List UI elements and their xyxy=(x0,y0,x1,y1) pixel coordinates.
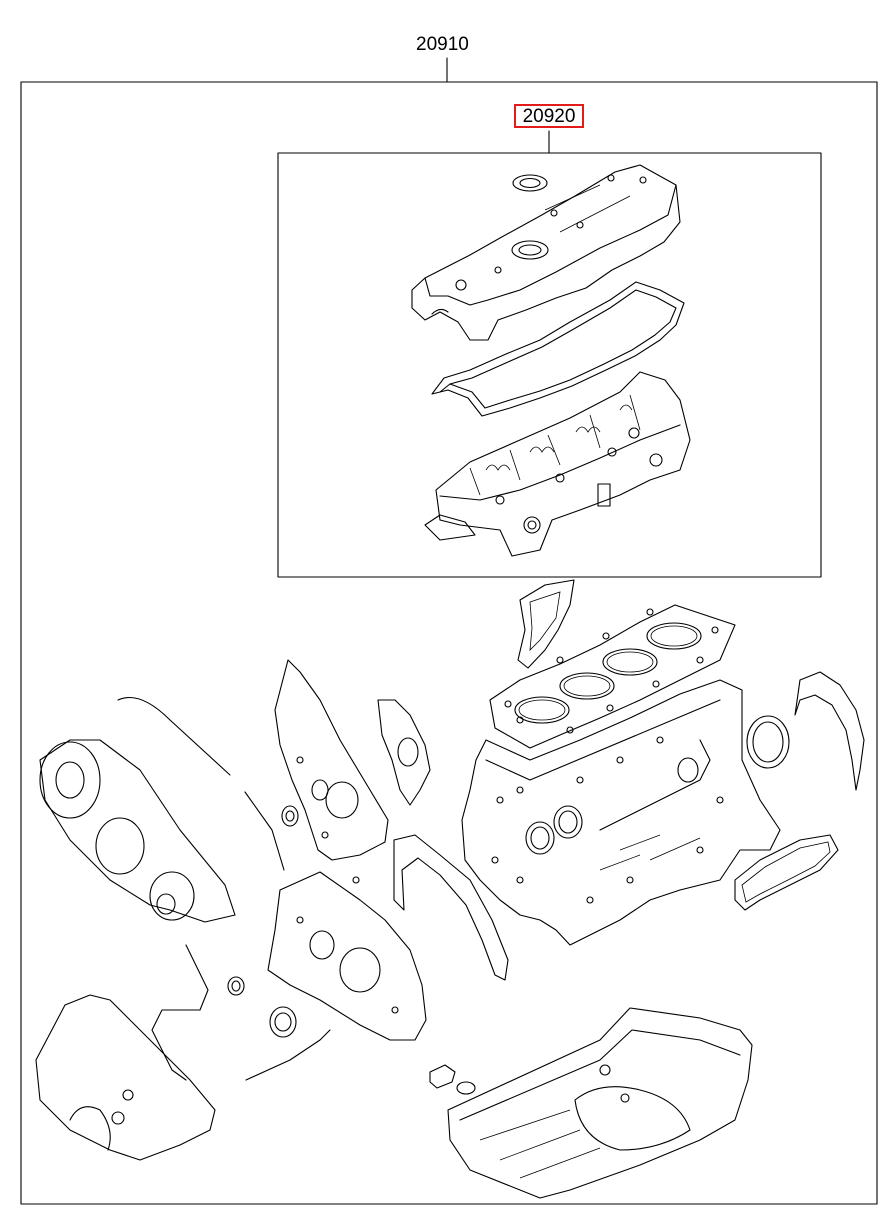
cover-seal-strip-middle[interactable] xyxy=(244,791,285,871)
lower-timing-cover[interactable] xyxy=(35,994,216,1161)
crankshaft-front-seal[interactable] xyxy=(269,1006,297,1038)
water-pump-gasket[interactable] xyxy=(377,699,431,806)
oil-pan[interactable] xyxy=(447,1007,753,1199)
cover-seal-strip-upper[interactable] xyxy=(117,696,231,776)
inner-kit-part-number[interactable]: 20920 xyxy=(514,104,584,128)
oil-pan-seal-strip[interactable] xyxy=(245,1029,331,1081)
cover-seal-ring[interactable] xyxy=(512,174,548,192)
timing-belt-cover[interactable] xyxy=(39,739,236,923)
rear-seal-housing-gasket[interactable] xyxy=(794,671,865,791)
oil-pump-case[interactable] xyxy=(267,871,427,1041)
front-case-gasket[interactable] xyxy=(274,659,389,861)
camshaft-seal[interactable] xyxy=(227,976,245,996)
cylinder-head-gasket[interactable] xyxy=(489,604,736,749)
side-cover-gasket[interactable] xyxy=(734,834,839,911)
rocker-cover[interactable] xyxy=(411,164,681,341)
outer-kit-frame xyxy=(20,81,878,1205)
cover-seal-strip-lower[interactable] xyxy=(151,944,209,1081)
cylinder-head[interactable] xyxy=(424,371,691,557)
cylinder-block[interactable] xyxy=(461,679,781,946)
rocker-cover-gasket[interactable] xyxy=(431,281,685,417)
front-oil-seal[interactable] xyxy=(281,805,299,827)
outer-kit-part-number[interactable]: 20910 xyxy=(416,34,469,55)
inner-kit-frame xyxy=(277,152,822,578)
water-outlet-gasket[interactable] xyxy=(517,579,575,669)
front-plate-gasket[interactable] xyxy=(393,834,509,981)
drain-plug[interactable] xyxy=(429,1064,476,1095)
rear-oil-seal[interactable] xyxy=(746,715,790,769)
